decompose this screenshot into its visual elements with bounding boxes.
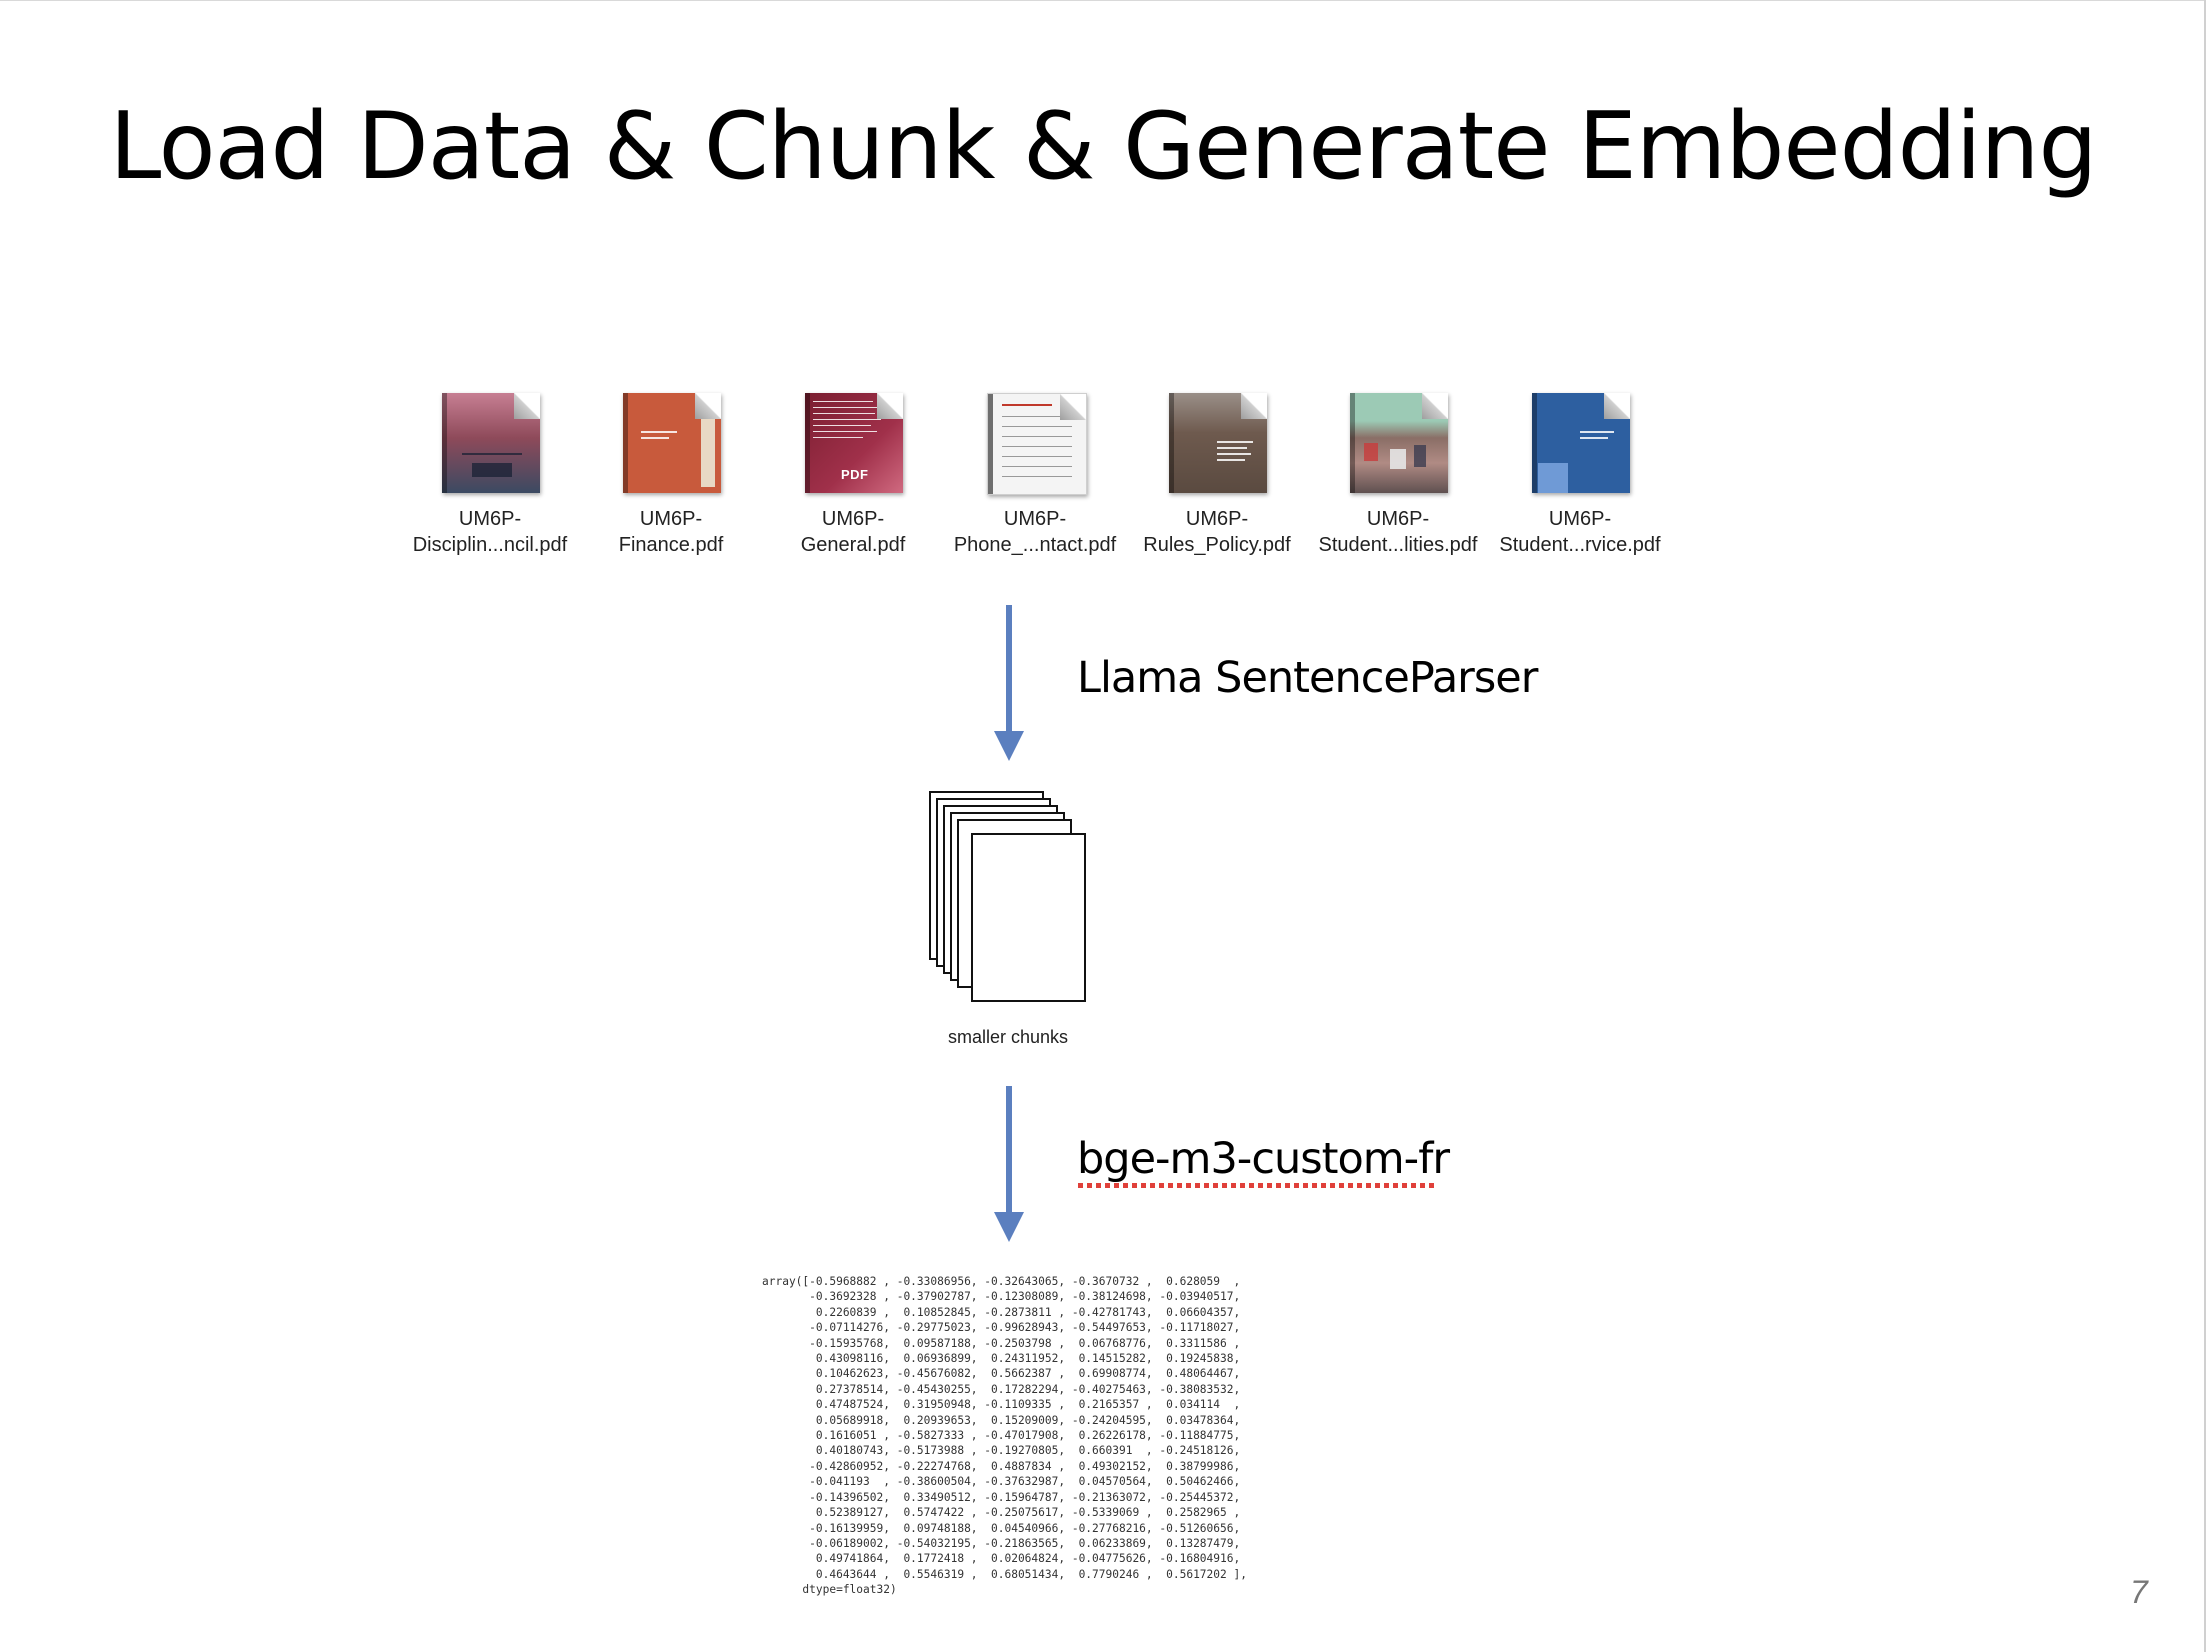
chunks-stack-icon (929, 791, 1089, 1002)
pdf-file-7[interactable]: UM6P-Student...rvice.pdf (1485, 393, 1675, 563)
pdf-file-1[interactable]: UM6P-Disciplin...ncil.pdf (395, 393, 585, 563)
array-line: -0.3692328 , -0.37902787, -0.12308089, -… (762, 1290, 1241, 1304)
down-arrow-1 (989, 605, 1029, 761)
array-line: 0.47487524, 0.31950948, -0.1109335 , 0.2… (762, 1398, 1241, 1412)
sentence-parser-label: Llama SentenceParser (1077, 653, 1538, 703)
array-line: 0.40180743, -0.5173988 , -0.19270805, 0.… (762, 1444, 1241, 1458)
pdf-text-thumbnail-icon: PDF (805, 393, 903, 493)
array-line: 0.27378514, -0.45430255, 0.17282294, -0.… (762, 1382, 1241, 1396)
array-line: 0.4643644 , 0.5546319 , 0.68051434, 0.77… (762, 1567, 1247, 1581)
pdf-cover-thumbnail-icon (1169, 393, 1267, 493)
file-name-label: UM6P-Rules_Policy.pdf (1143, 508, 1291, 556)
array-line: dtype=float32) (762, 1583, 897, 1597)
slide-top-border (0, 0, 2206, 1)
array-line: 0.10462623, -0.45676082, 0.5662387 , 0.6… (762, 1367, 1241, 1381)
file-name-label: UM6P-Disciplin...ncil.pdf (412, 508, 568, 556)
page-number: 7 (2130, 1574, 2148, 1610)
pdf-table-thumbnail-icon (987, 393, 1087, 495)
pdf-file-5[interactable]: UM6P-Rules_Policy.pdf (1122, 393, 1312, 563)
pdf-file-2[interactable]: UM6P-Finance.pdf (576, 393, 766, 563)
file-name-label: UM6P-Phone_...ntact.pdf (953, 508, 1117, 556)
array-line: -0.07114276, -0.29775023, -0.99628943, -… (762, 1321, 1241, 1335)
array-line: 0.49741864, 0.1772418 , 0.02064824, -0.0… (762, 1552, 1241, 1566)
array-line: 0.2260839 , 0.10852845, -0.2873811 , -0.… (762, 1305, 1241, 1319)
pdf-photo-thumbnail-icon (1350, 393, 1448, 493)
array-line: 0.43098116, 0.06936899, 0.24311952, 0.14… (762, 1352, 1241, 1366)
pdf-cover-thumbnail-icon (1532, 393, 1630, 493)
file-name-label: UM6P-General.pdf (800, 508, 906, 556)
array-line: array([-0.5968882 , -0.33086956, -0.3264… (762, 1275, 1241, 1288)
file-name-label: UM6P-Finance.pdf (618, 508, 724, 556)
array-line: -0.16139959, 0.09748188, 0.04540966, -0.… (762, 1521, 1241, 1535)
pdf-file-6[interactable]: UM6P-Student...lities.pdf (1303, 393, 1493, 563)
pdf-photo-thumbnail-icon (442, 393, 540, 493)
array-line: 0.1616051 , -0.5827333 , -0.47017908, 0.… (762, 1429, 1241, 1443)
array-line: -0.06189002, -0.54032195, -0.21863565, 0… (762, 1536, 1241, 1550)
slide-title: Load Data & Chunk & Generate Embedding (109, 92, 2097, 200)
embedding-array-output: array([-0.5968882 , -0.33086956, -0.3264… (762, 1274, 1247, 1598)
pdf-cover-thumbnail-icon (623, 393, 721, 493)
pdf-file-4[interactable]: UM6P-Phone_...ntact.pdf (940, 393, 1130, 563)
chunks-caption: smaller chunks (947, 1027, 1069, 1047)
array-line: -0.14396502, 0.33490512, -0.15964787, -0… (762, 1490, 1241, 1504)
array-line: 0.52389127, 0.5747422 , -0.25075617, -0.… (762, 1506, 1241, 1520)
file-name-label: UM6P-Student...rvice.pdf (1499, 508, 1661, 556)
array-line: 0.05689918, 0.20939653, 0.15209009, -0.2… (762, 1413, 1241, 1427)
pdf-label: PDF (841, 467, 869, 482)
spellcheck-underline (1078, 1183, 1434, 1188)
pdf-file-3[interactable]: PDF UM6P-General.pdf (758, 393, 948, 563)
slide-right-border (2204, 0, 2206, 1652)
array-line: -0.15935768, 0.09587188, -0.2503798 , 0.… (762, 1336, 1241, 1350)
embedding-model-label: bge-m3-custom-fr (1077, 1134, 1450, 1184)
array-line: -0.041193 , -0.38600504, -0.37632987, 0.… (762, 1475, 1241, 1489)
down-arrow-2 (989, 1086, 1029, 1242)
file-name-label: UM6P-Student...lities.pdf (1318, 508, 1478, 556)
array-line: -0.42860952, -0.22274768, 0.4887834 , 0.… (762, 1459, 1241, 1473)
